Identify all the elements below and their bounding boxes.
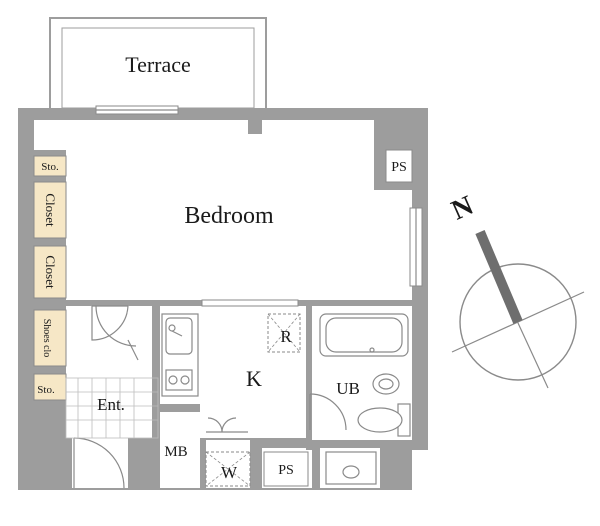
washer-space [205, 451, 251, 487]
pipe-space-top [385, 149, 413, 183]
storage-top-label: Sto. [41, 161, 59, 173]
pipe-space-top-label: PS [391, 160, 407, 175]
windows [95, 105, 423, 307]
washbasin [325, 451, 377, 485]
compass-north-label: N [447, 190, 478, 227]
doors [73, 305, 347, 489]
closet-2-label: Closet [43, 255, 58, 289]
refrigerator-label: R [280, 327, 292, 346]
shoes-closet-label: Shoes clo [41, 319, 52, 358]
storage-bottom-label: Sto. [37, 384, 55, 396]
meter-box-label: MB [164, 444, 187, 460]
terrace [49, 17, 267, 111]
compass-north-arrow-icon [475, 230, 523, 324]
unit-bath-label: UB [336, 379, 360, 398]
pipe-space-bottom-label: PS [278, 463, 294, 478]
bathtub [319, 313, 409, 357]
pipe-space-bottom [263, 451, 309, 487]
toilet [357, 403, 411, 437]
compass: N [447, 190, 585, 389]
closet-1-label: Closet [43, 193, 58, 227]
bath-sink [372, 373, 400, 395]
entrance-label: Ent. [97, 395, 125, 414]
kitchen-counter [161, 313, 199, 397]
storage-units [33, 155, 67, 401]
washer-label: W [221, 463, 238, 482]
terrace-label: Terrace [125, 52, 191, 77]
floor-areas [34, 120, 412, 488]
entrance-tiles [65, 377, 159, 439]
refrigerator-space [267, 313, 301, 353]
kitchen-label: K [246, 366, 262, 391]
bedroom-label: Bedroom [184, 203, 274, 229]
